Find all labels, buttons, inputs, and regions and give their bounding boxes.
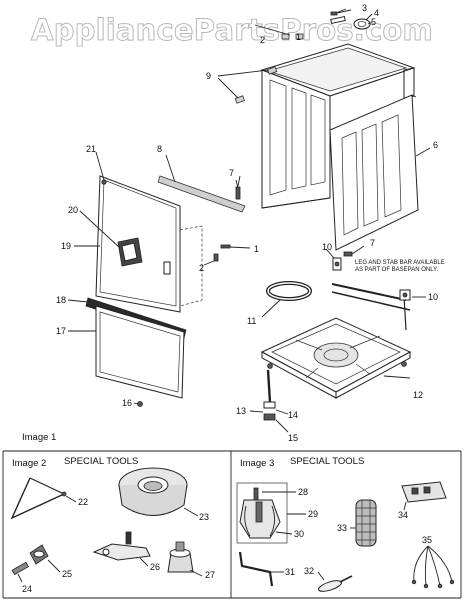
tool-22-hook: [10, 477, 77, 520]
tool-35-wires: [411, 545, 455, 589]
callout-labels: 1 2 2 1 3 4 5 6 7 7 8 9 10 10 11 12 13 1…: [56, 3, 438, 443]
leveling-bracket-upper: [325, 248, 342, 271]
tool-24-25-socket: [11, 544, 61, 583]
callout-12: 12: [413, 390, 423, 400]
leveling-leg: [249, 369, 289, 433]
note-line-1: LEG AND STAB BAR AVAILABLE: [355, 260, 445, 266]
callout-14: 14: [288, 410, 298, 420]
note-line-2: AS PART OF BASEPAN ONLY.: [355, 267, 438, 273]
callout-11: 11: [247, 316, 256, 326]
callout-17: 17: [56, 326, 66, 336]
callout-4: 4: [374, 8, 379, 18]
callout-24: 24: [22, 584, 32, 594]
callout-3: 3: [362, 3, 367, 13]
callout-34: 34: [398, 510, 408, 520]
callout-16: 16: [122, 398, 132, 408]
tool-26-wrench: [92, 531, 151, 567]
leader-lines: [67, 147, 431, 332]
cabinet-frame: [260, 43, 416, 209]
callout-10-right: 10: [428, 292, 438, 302]
callout-23: 23: [199, 512, 209, 522]
tool-31-bracket: [238, 551, 284, 587]
side-panel: [329, 94, 419, 251]
leg-stab-bar: [331, 283, 426, 331]
callout-26: 26: [150, 562, 160, 572]
callout-35: 35: [422, 535, 432, 545]
special-tools-frame: [2, 450, 462, 599]
tool-34-switch: [401, 481, 447, 511]
callout-5: 5: [371, 17, 376, 27]
callout-33: 33: [337, 523, 347, 533]
callout-13: 13: [236, 406, 246, 416]
front-panel: [95, 175, 203, 313]
callout-6: 6: [433, 140, 438, 150]
callout-2-top: 2: [260, 35, 265, 45]
image-3-label: Image 3: [240, 458, 274, 469]
watermark-text: AppliancePartsPros.com: [31, 13, 433, 47]
image-3-title: SPECIAL TOOLS: [290, 456, 364, 467]
bracket-left: [235, 179, 241, 200]
image-2-title: SPECIAL TOOLS: [64, 456, 138, 467]
callout-32: 32: [304, 566, 314, 576]
callout-9: 9: [206, 71, 211, 81]
callout-30: 30: [294, 529, 304, 539]
callout-15: 15: [288, 433, 298, 443]
callout-18: 18: [56, 295, 66, 305]
image-1-label: Image 1: [22, 432, 56, 443]
note-text: LEG AND STAB BAR AVAILABLE AS PART OF BA…: [355, 260, 445, 273]
callout-31: 31: [285, 567, 295, 577]
tool-28-30-puller: [236, 482, 306, 544]
callout-29: 29: [308, 509, 318, 519]
tub-ring: [261, 281, 312, 318]
stab-bar: [157, 154, 246, 213]
callout-2: 2: [199, 263, 204, 273]
callout-22: 22: [78, 497, 88, 507]
tool-27-knob: [167, 541, 203, 577]
top-hardware: [217, 8, 373, 104]
callout-7-right: 7: [370, 238, 375, 248]
base-pan: [260, 317, 412, 399]
callout-21: 21: [86, 144, 96, 154]
callout-1: 1: [254, 244, 259, 254]
tool-33-filter: [350, 499, 377, 547]
callout-7: 7: [229, 168, 234, 178]
callout-20: 20: [68, 205, 78, 215]
callout-19: 19: [61, 241, 71, 251]
callout-1-top: 1: [296, 32, 301, 42]
tool-23-block: [118, 467, 199, 517]
toe-panel: [95, 305, 185, 399]
callout-25: 25: [62, 569, 72, 579]
callout-8: 8: [157, 144, 162, 154]
panel-screws: [203, 244, 251, 266]
callout-28: 28: [298, 487, 308, 497]
callout-27: 27: [205, 570, 215, 580]
image-2-label: Image 2: [12, 458, 46, 469]
tool-32-driver: [317, 571, 353, 592]
toe-screw: [133, 401, 143, 407]
callout-10: 10: [322, 242, 332, 252]
bracket-right: [343, 245, 365, 257]
